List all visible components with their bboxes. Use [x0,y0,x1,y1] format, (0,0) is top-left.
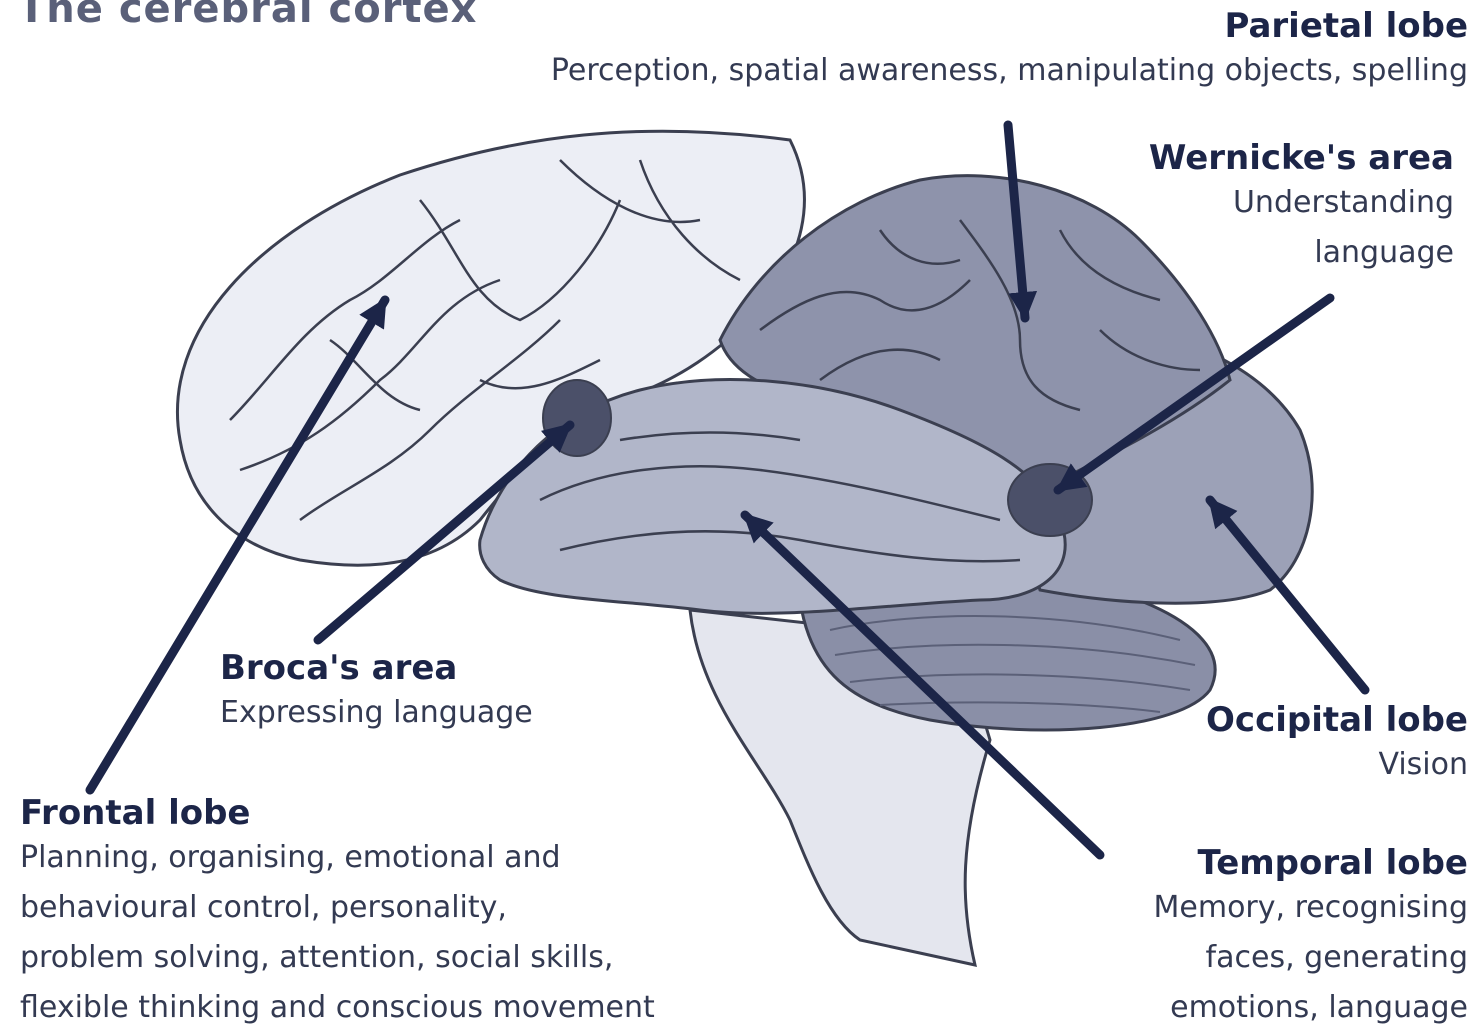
frontal-desc-line: Planning, organising, emotional and [20,833,655,883]
broca-label: Broca's area Expressing language [220,648,533,738]
broca-name: Broca's area [220,648,533,688]
frontal-desc-line: flexible thinking and conscious movement [20,983,655,1033]
occipital-name: Occipital lobe [1206,700,1468,740]
frontal-desc-line: problem solving, attention, social skill… [20,933,655,983]
occipital-label: Occipital lobe Vision [1206,700,1468,790]
diagram-title: The cerebral cortex [18,0,477,32]
occipital-desc: Vision [1206,740,1468,790]
wernicke-desc-line: Understanding [1149,178,1454,228]
parietal-name: Parietal lobe [551,6,1468,46]
parietal-label: Parietal lobe Perception, spatial awaren… [551,6,1468,96]
parietal-desc: Perception, spatial awareness, manipulat… [551,46,1468,96]
temporal-label: Temporal lobe Memory, recognising faces,… [1154,843,1468,1033]
wernicke-label: Wernicke's area Understanding language [1149,138,1454,278]
temporal-name: Temporal lobe [1154,843,1468,883]
wernicke-name: Wernicke's area [1149,138,1454,178]
frontal-label: Frontal lobe Planning, organising, emoti… [20,793,655,1033]
temporal-desc-line: emotions, language [1154,983,1468,1033]
wernicke-desc-line: language [1149,228,1454,278]
temporal-desc-line: faces, generating [1154,933,1468,983]
broca-desc: Expressing language [220,688,533,738]
temporal-desc-line: Memory, recognising [1154,883,1468,933]
frontal-name: Frontal lobe [20,793,655,833]
frontal-desc-line: behavioural control, personality, [20,883,655,933]
